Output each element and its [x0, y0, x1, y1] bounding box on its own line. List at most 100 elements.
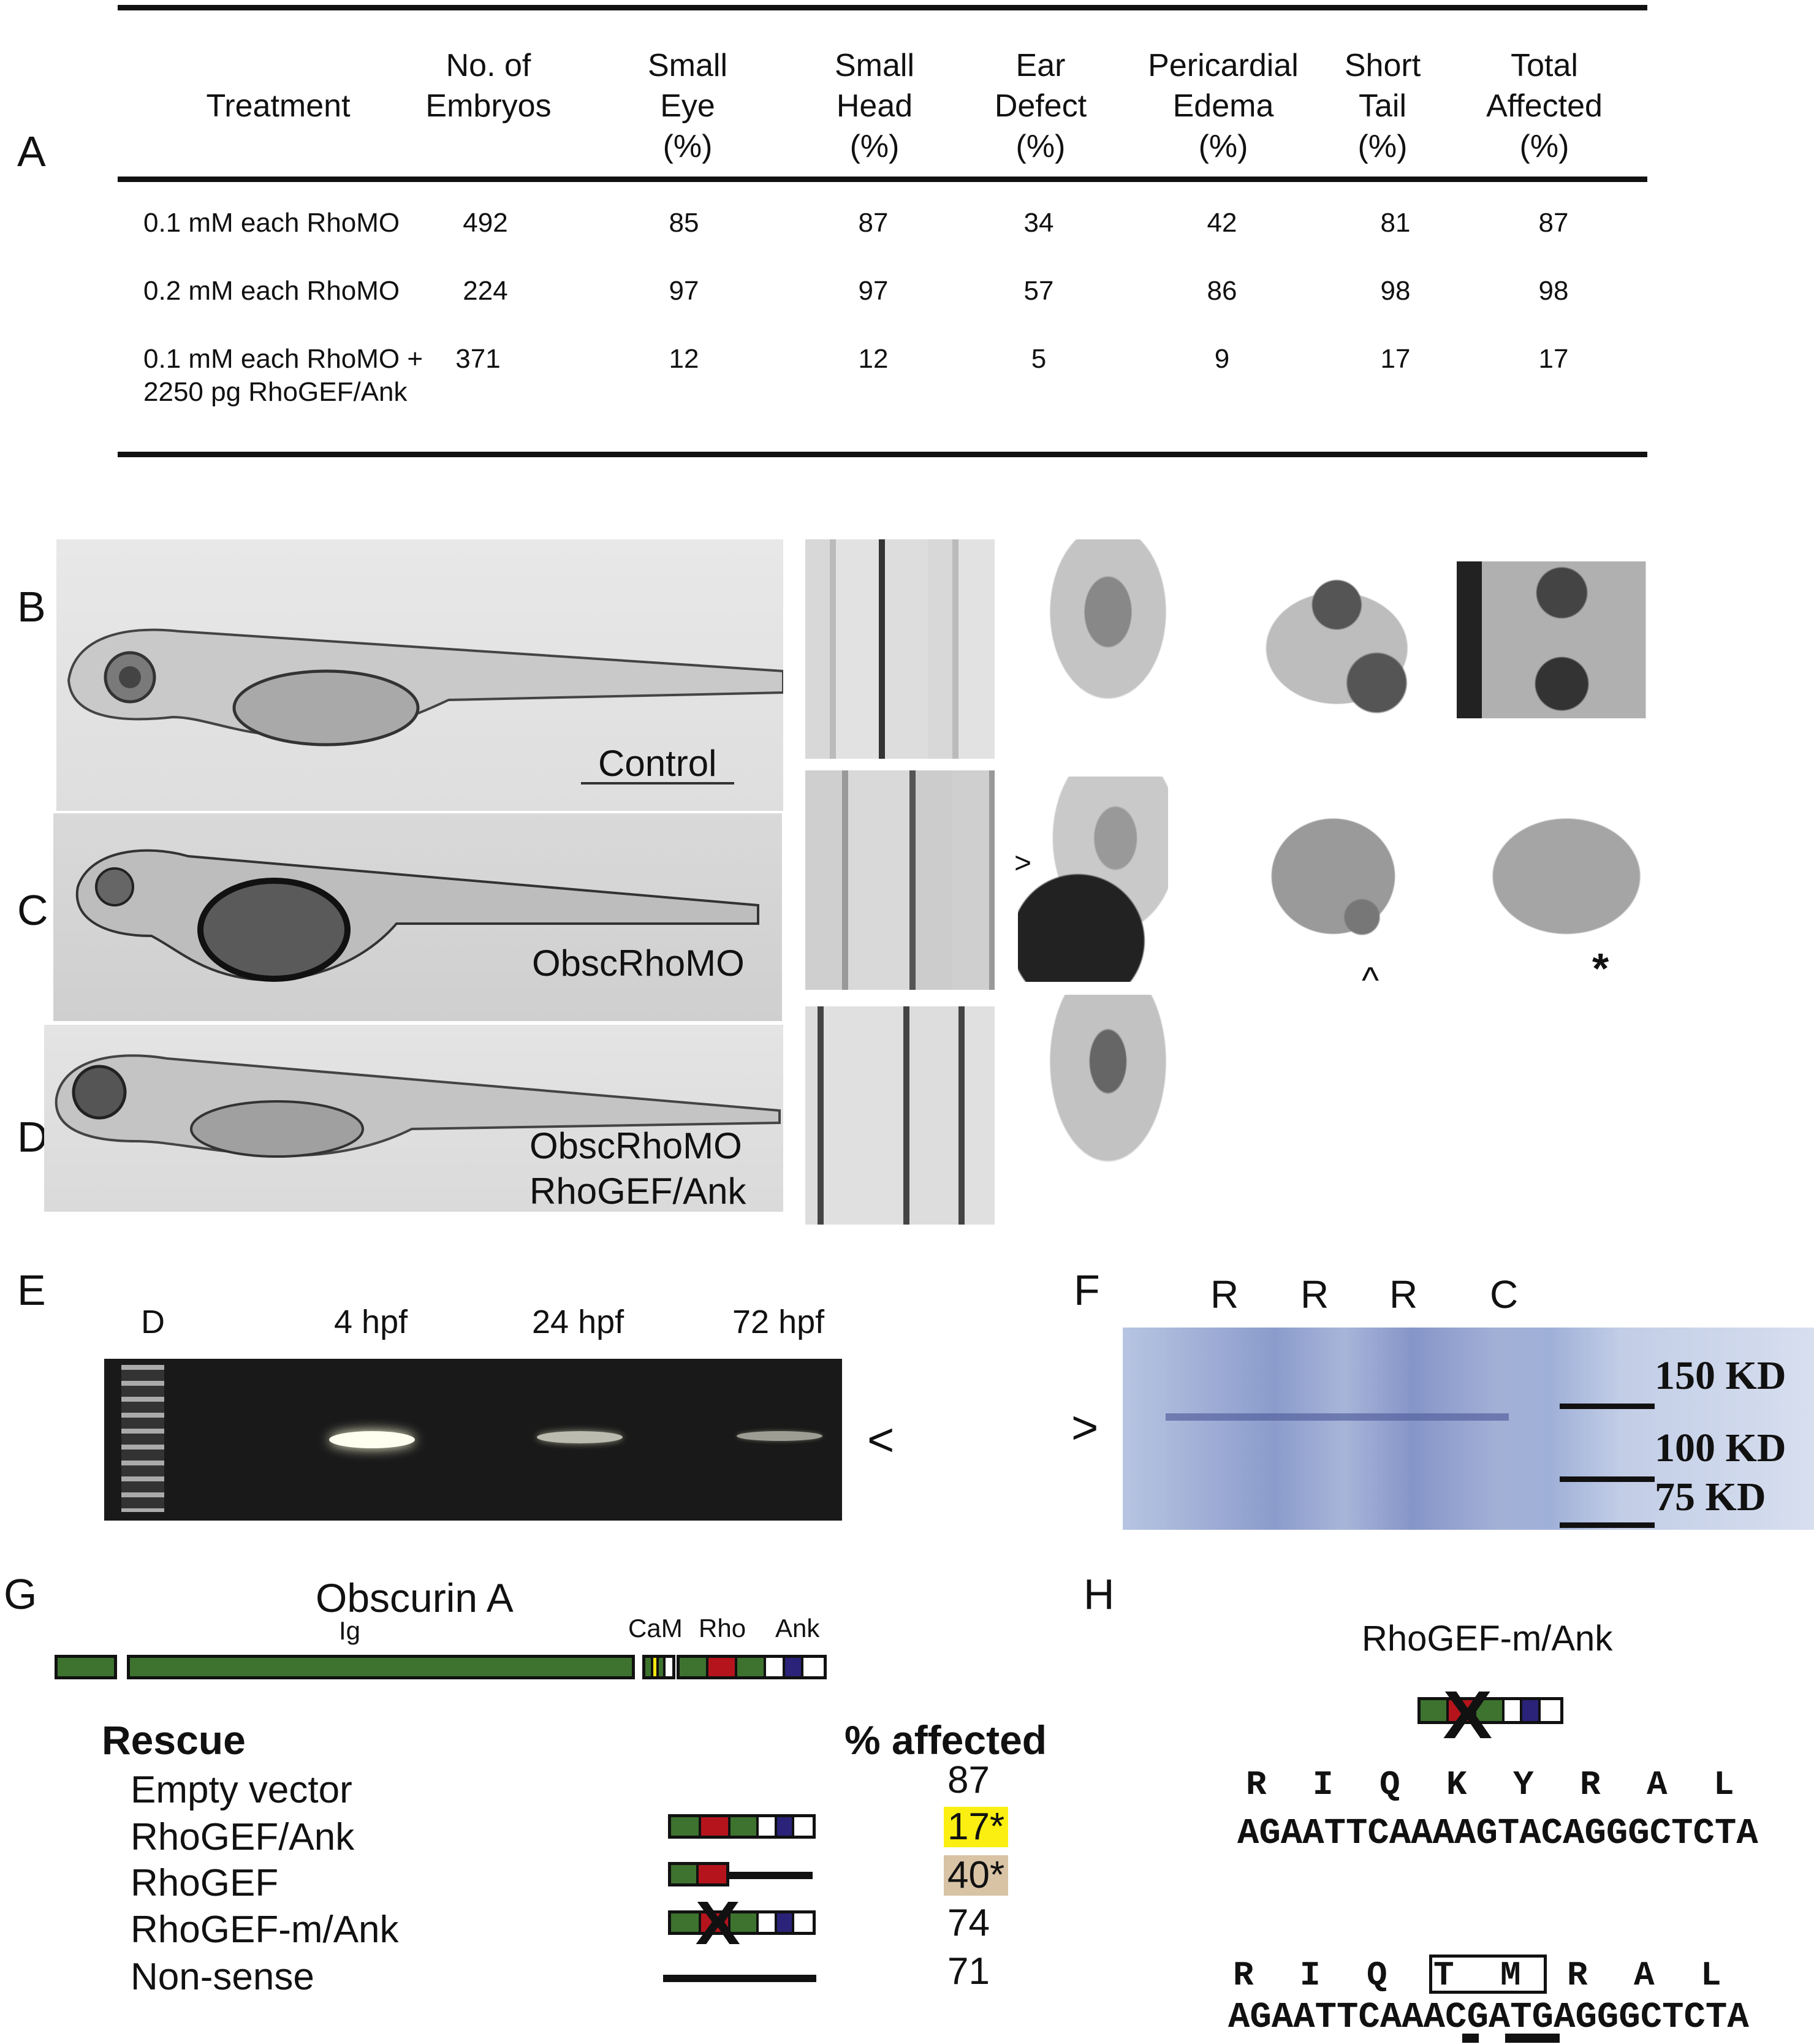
value-cell: 57 [1023, 276, 1054, 306]
gel-lane-label: 24 hpf [532, 1304, 624, 1340]
construct-rhogef-m-ank [668, 1910, 816, 1935]
head-lateral-control [1018, 539, 1168, 747]
domain-map-title: Obscurin A [316, 1575, 514, 1620]
mutation-x-icon: X [1443, 1677, 1493, 1753]
rescue-label-line1: ObscRhoMO [529, 1125, 742, 1166]
marker-label-75: 75 KD [1655, 1475, 1766, 1519]
panel-label-b: B [17, 583, 46, 631]
value-cell: 97 [858, 276, 889, 306]
value-cell: 85 [669, 208, 699, 238]
marker-label-100: 100 KD [1655, 1426, 1786, 1470]
panel-label-d: D [17, 1113, 48, 1161]
value-cell: 371 [455, 344, 501, 374]
rescue-construct-label: Empty vector [131, 1769, 352, 1811]
head-lateral-rescued [1018, 995, 1168, 1217]
construct-rhogef-ank [668, 1814, 816, 1839]
trunk-closeup-morphant [805, 770, 995, 990]
gel-lane-label: 4 hpf [334, 1304, 408, 1340]
treatment-cell: 2250 pg RhoGEF/Ank [143, 377, 408, 407]
mutated-codon-box [1429, 1955, 1547, 1994]
marker-line-150 [1560, 1404, 1655, 1409]
wildtype-dna-sequence: AGAATTCAAAAGTACAGGGCTCTA [1237, 1813, 1758, 1854]
marker-line-75 [1560, 1522, 1655, 1528]
percent-affected-value: 87 [947, 1759, 990, 1801]
value-cell: 97 [669, 276, 699, 306]
value-cell: 5 [1031, 344, 1047, 374]
amino-acid: L [1701, 1956, 1721, 1995]
percent-affected-value: 40* [944, 1855, 1009, 1896]
mutation-underline [1505, 2034, 1560, 2043]
head-lateral-morphant [1018, 777, 1168, 982]
morphant-embryo-image [53, 813, 782, 1021]
gel-lane-label: 72 hpf [732, 1304, 825, 1340]
value-cell: 17 [1380, 344, 1411, 374]
ig-domain-segment [127, 1655, 635, 1679]
amino-acid: I [1313, 1765, 1334, 1804]
amino-acid: A [1634, 1956, 1655, 1995]
construct-nonsense [663, 1975, 816, 1982]
gel-band-arrow: < [867, 1414, 895, 1466]
ig-domain-segment [55, 1655, 117, 1679]
panel-label-g: G [4, 1570, 37, 1618]
amino-acid: Q [1367, 1956, 1387, 1995]
control-embryo-image [56, 539, 783, 811]
value-cell: 12 [858, 344, 889, 374]
amino-acid: A [1647, 1765, 1668, 1804]
treatment-cell: 0.1 mM each RhoMO + [143, 344, 423, 374]
western-lane-label: C [1490, 1272, 1519, 1316]
trunk-closeup-rescued [805, 1006, 995, 1225]
western-lane-label: R [1300, 1272, 1329, 1316]
treatment-cell: 0.1 mM each RhoMO [143, 208, 400, 238]
construct-rhogef-m-ank [1417, 1697, 1563, 1724]
amino-acid: R [1580, 1765, 1601, 1804]
value-cell: 98 [1538, 276, 1569, 306]
head-dorsal-control [1457, 561, 1667, 718]
amino-acid: M [1500, 1956, 1521, 1995]
amino-acid: R [1567, 1956, 1588, 1995]
value-cell: 87 [1538, 208, 1569, 238]
marker-line-100 [1560, 1476, 1655, 1482]
scale-bar [581, 782, 734, 785]
value-cell: 224 [463, 276, 508, 306]
value-cell: 98 [1380, 276, 1411, 306]
cam-domain-segment [642, 1655, 675, 1679]
percent-affected-value: 74 [947, 1902, 990, 1944]
percent-affected-value: 17* [944, 1807, 1009, 1847]
panel-label-f: F [1074, 1266, 1100, 1314]
head-dorsal-morphant [1452, 803, 1660, 966]
head-ventral-control [1227, 561, 1427, 735]
western-lane-label: R [1389, 1272, 1418, 1316]
tail-marker: * [1592, 944, 1609, 992]
percent-affected-value: 71 [947, 1950, 990, 1993]
gel-lane-label: D [141, 1304, 165, 1340]
ig-label: Ig [339, 1616, 361, 1645]
cam-label: CaM [628, 1614, 683, 1643]
amino-acid: R [1246, 1765, 1267, 1804]
value-cell: 12 [669, 344, 699, 374]
morphant-label: ObscRhoMO [532, 943, 745, 984]
value-cell: 34 [1023, 208, 1054, 238]
mutation-x-icon: X [695, 1889, 741, 1958]
control-label: Control [598, 743, 717, 784]
rescue-label-line2: RhoGEF/Ank [529, 1171, 746, 1212]
value-cell: 42 [1207, 208, 1237, 238]
treatment-cell: 0.2 mM each RhoMO [143, 276, 400, 306]
value-cell: 81 [1380, 208, 1411, 238]
western-band-arrow: > [1071, 1402, 1099, 1454]
panel-label-a: A [17, 127, 46, 175]
amino-acid: R [1233, 1956, 1254, 1995]
rescued-embryo-image [44, 1025, 783, 1212]
ank-label: Ank [775, 1614, 820, 1643]
head-ventral-morphant [1237, 803, 1429, 966]
construct-rhogef-tail [728, 1872, 813, 1879]
amino-acid: Y [1513, 1765, 1534, 1804]
rescue-construct-label: RhoGEF-m/Ank [131, 1909, 399, 1951]
value-cell: 87 [858, 208, 889, 238]
amino-acid: Q [1379, 1765, 1400, 1804]
